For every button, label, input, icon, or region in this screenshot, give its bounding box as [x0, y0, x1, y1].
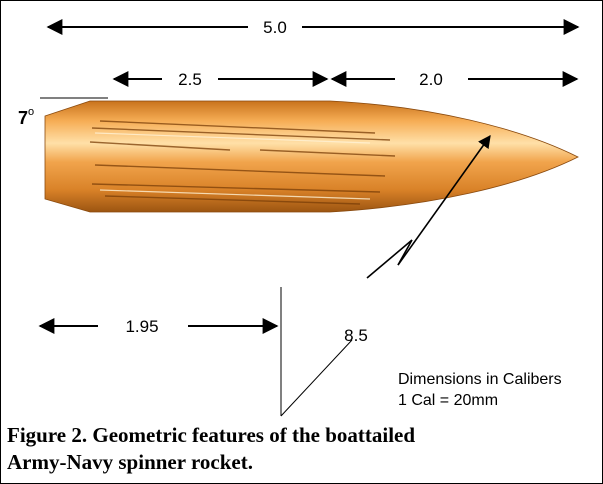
boattail-angle-label: 7o: [18, 106, 34, 128]
figure-caption: Figure 2. Geometric features of the boat…: [7, 422, 597, 476]
ogive-radius-dimension: 8.5: [280, 134, 491, 417]
rocket-body: [44, 100, 579, 213]
units-note-line2: 1 Cal = 20mm: [398, 392, 498, 409]
spinner-flutes: [89, 120, 396, 205]
overall-length-label: 5.0: [263, 18, 287, 37]
body-length-dimension: 2.5: [112, 70, 329, 89]
cg-location-dimension: 1.95: [38, 287, 282, 416]
caption-line1: Figure 2. Geometric features of the boat…: [7, 423, 416, 447]
nose-length-dimension: 2.0: [330, 70, 579, 89]
units-note-line1: Dimensions in Calibers: [398, 371, 562, 388]
cg-location-label: 1.95: [125, 317, 158, 336]
overall-length-dimension: 5.0: [46, 18, 580, 37]
ogive-radius-label: 8.5: [344, 326, 368, 345]
caption-line2: Army-Navy spinner rocket.: [7, 450, 253, 474]
nose-length-label: 2.0: [419, 70, 443, 89]
body-length-label: 2.5: [178, 70, 202, 89]
